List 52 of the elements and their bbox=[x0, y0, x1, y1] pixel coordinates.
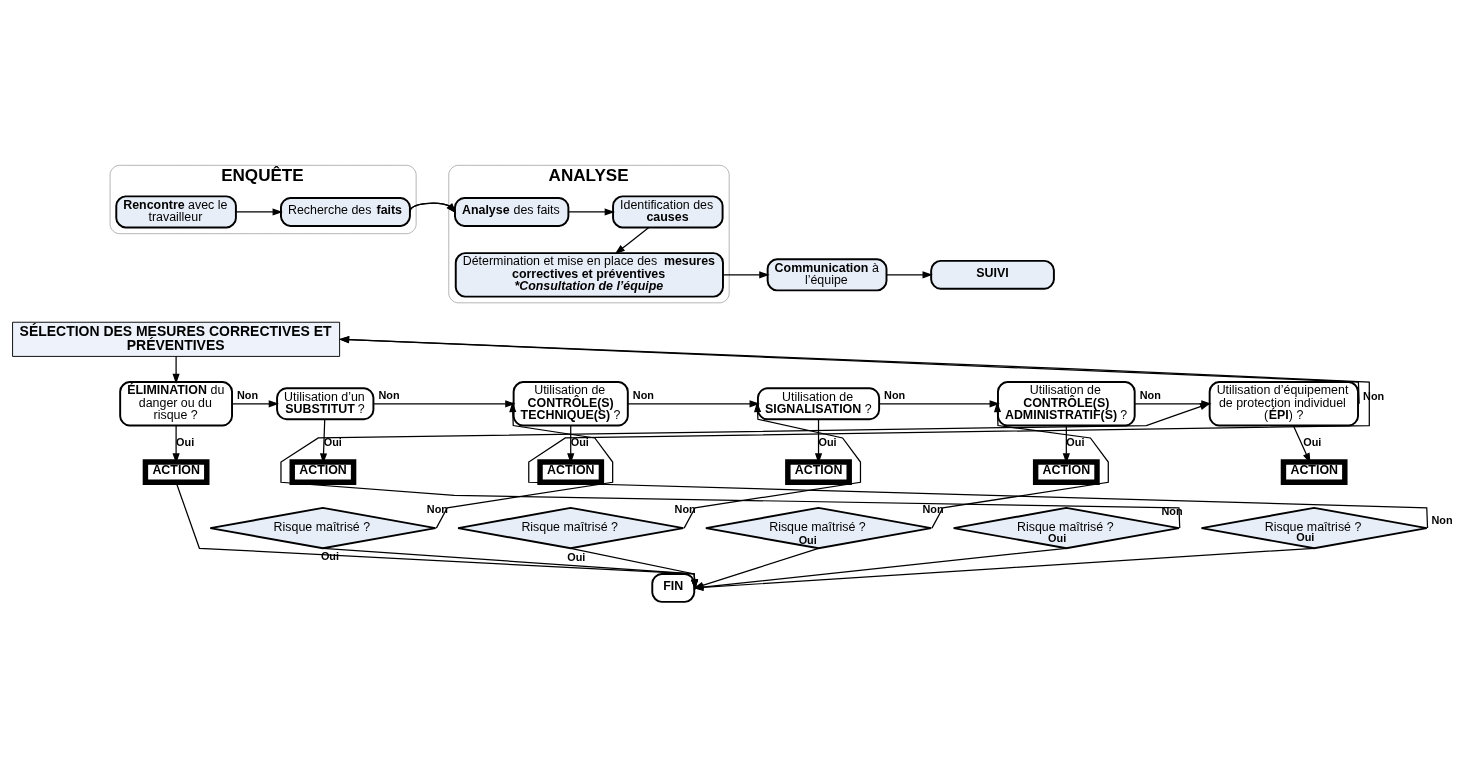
node-box: Identification des causes bbox=[612, 194, 724, 228]
arrow bbox=[1292, 424, 1311, 463]
edge-label: Non bbox=[674, 502, 696, 515]
arrow bbox=[235, 207, 283, 216]
edge-label: Oui bbox=[1303, 435, 1322, 448]
node-box: ACTION bbox=[537, 458, 605, 485]
edge-label: Non bbox=[1139, 388, 1161, 401]
node-box: Utilisation de CONTRÔLE(S) TECHNIQUE(S) ? bbox=[512, 380, 629, 427]
arrow bbox=[570, 547, 699, 590]
edge-label: Oui bbox=[1048, 531, 1067, 544]
arrow bbox=[435, 401, 614, 529]
edge-label: Oui bbox=[570, 435, 589, 448]
arrow bbox=[567, 207, 615, 216]
arrow bbox=[338, 335, 1360, 404]
edge-label: Non bbox=[378, 388, 400, 401]
node-box: Utilisation d’un SUBSTITUT ? bbox=[276, 386, 375, 420]
node-box: Communication à l’équipe bbox=[766, 257, 888, 291]
node-box: Analyse des faits bbox=[454, 196, 570, 227]
node-box: ACTION bbox=[1280, 458, 1348, 485]
node-box: ACTION bbox=[785, 458, 852, 485]
node-box: SÉLECTION DES MESURES CORRECTIVES ET PRÉVENTIVES bbox=[12, 321, 341, 357]
edge-label: Oui bbox=[1296, 530, 1315, 543]
node-box: Utilisation d’équipement de protection individuel (ÉPI) ? bbox=[1208, 380, 1359, 427]
node-box: ACTION bbox=[142, 458, 210, 485]
arrow bbox=[172, 355, 180, 384]
edge-label: Non bbox=[1431, 513, 1453, 526]
edge-label: Non bbox=[884, 388, 906, 401]
arrow bbox=[372, 399, 516, 407]
edge-label: Oui bbox=[567, 550, 586, 563]
arrow bbox=[409, 202, 457, 213]
arrow bbox=[231, 399, 279, 407]
edge-label: Non bbox=[632, 388, 654, 401]
node-box: ACTION bbox=[1032, 458, 1100, 485]
node-box: Utilisation de CONTRÔLE(S) ADMINISTRATIF(S) ? bbox=[997, 380, 1136, 427]
edge-label: Non bbox=[426, 502, 448, 515]
arrow bbox=[614, 226, 650, 254]
arrow bbox=[885, 270, 933, 278]
node-box: ACTION bbox=[289, 458, 357, 485]
edge-label: Oui bbox=[798, 533, 817, 546]
arrow bbox=[280, 402, 1211, 529]
node-box: Recherche des faits bbox=[280, 196, 411, 227]
edge-label: Non bbox=[237, 388, 259, 401]
arrow bbox=[722, 270, 770, 278]
node-box: SUIVI bbox=[930, 259, 1055, 290]
edge-label: Non bbox=[922, 502, 944, 515]
node-box: Détermination et mise en place des mesures correctives et préventives *Consultation de l’équipe bbox=[454, 251, 724, 298]
node-box: Rencontre avec le travailleur bbox=[115, 194, 237, 228]
node-box: ÉLIMINATION du danger ou du risque ? bbox=[119, 380, 233, 427]
arrow bbox=[322, 547, 699, 590]
node-box: FIN bbox=[651, 572, 696, 603]
edge-label: Oui bbox=[818, 435, 837, 448]
edge-label: Oui bbox=[323, 435, 342, 448]
